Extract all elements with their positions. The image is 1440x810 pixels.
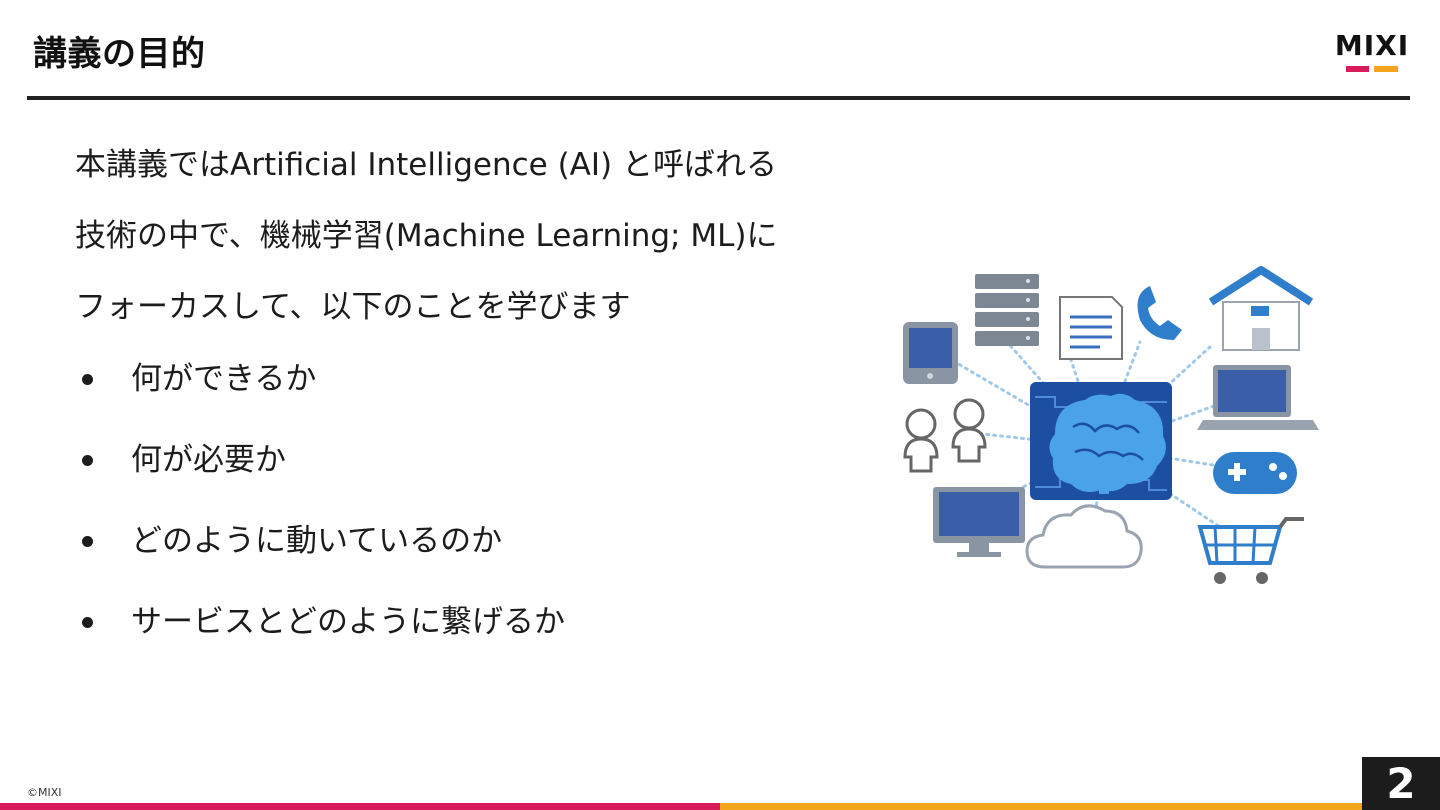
- list-item-text: 何が必要か: [131, 442, 286, 478]
- bullet-dot-icon: [82, 455, 93, 466]
- page-number-box: 2: [1362, 757, 1440, 810]
- server-icon: [975, 274, 1039, 346]
- ai-brain-chip-icon: [1030, 382, 1172, 500]
- cloud-icon: [1025, 504, 1143, 569]
- bullet-dot-icon: [82, 536, 93, 547]
- shopping-cart-icon: [1197, 517, 1304, 584]
- laptop-icon: [1197, 365, 1319, 430]
- home-icon: [1208, 266, 1314, 351]
- phone-icon: [1137, 286, 1182, 340]
- gamepad-icon: [1213, 452, 1297, 494]
- list-item-text: どのように動いているのか: [131, 523, 503, 559]
- slide-title: 講義の目的: [33, 34, 206, 74]
- page-number: 2: [1386, 759, 1416, 808]
- monitor-icon: [933, 487, 1025, 557]
- intro-line: 本講義ではArtificial Intelligence (AI) と呼ばれる: [75, 147, 777, 183]
- intro-line: フォーカスして、以下のことを学びます: [75, 289, 631, 325]
- footer-bar-orange: [720, 803, 1440, 810]
- list-item-text: サービスとどのように繋げるか: [131, 604, 565, 640]
- intro-line: 技術の中で、機械学習(Machine Learning; ML)に: [75, 218, 778, 254]
- intro-paragraph: 本講義ではArtificial Intelligence (AI) と呼ばれる …: [75, 130, 905, 343]
- list-item-text: 何ができるか: [131, 361, 317, 397]
- document-icon: [1059, 296, 1123, 360]
- people-icon: [903, 398, 987, 473]
- bullet-dot-icon: [82, 617, 93, 628]
- bullet-dot-icon: [82, 374, 93, 385]
- logo-bar-orange: [1374, 66, 1398, 72]
- copyright-text: ©MIXI: [27, 786, 62, 799]
- logo-text: MIXI: [1334, 29, 1410, 62]
- title-divider: [27, 96, 1410, 100]
- mixi-logo: MIXI: [1333, 30, 1411, 76]
- footer-bar-pink: [0, 803, 720, 810]
- ai-network-illustration: [903, 266, 1319, 584]
- tablet-icon: [903, 322, 958, 384]
- logo-bar-pink: [1346, 66, 1369, 72]
